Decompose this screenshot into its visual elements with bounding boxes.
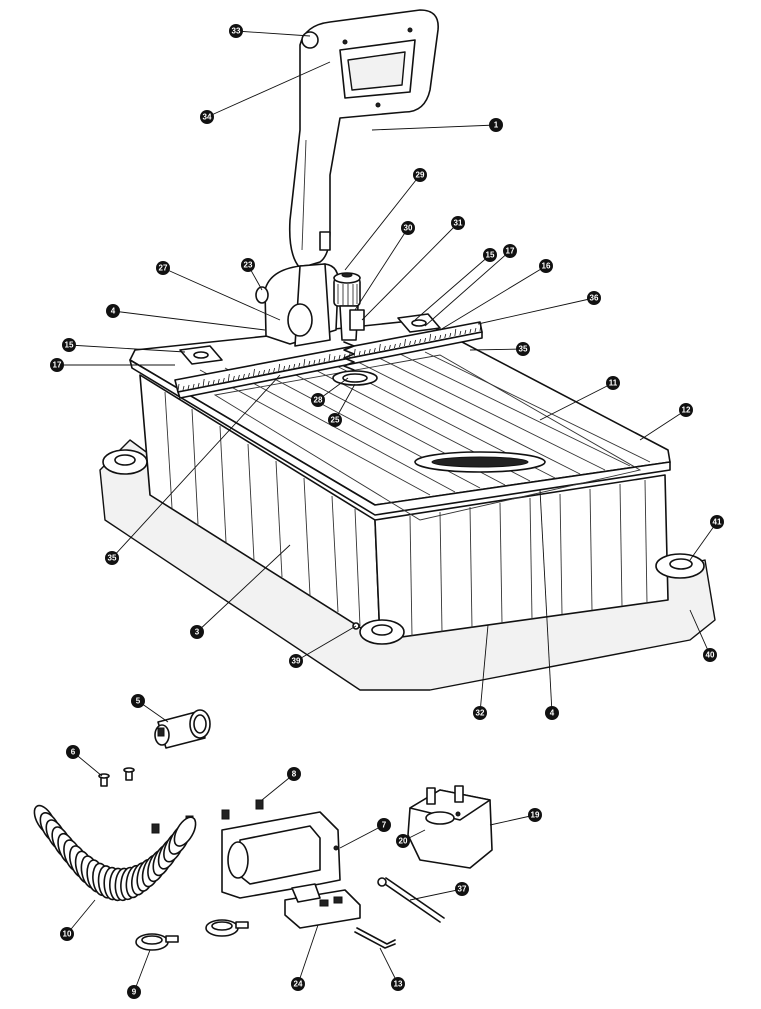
callout-4-bottom: 4 xyxy=(545,706,559,720)
callout-40: 40 xyxy=(703,648,717,662)
callout-10-label: 10 xyxy=(63,930,72,939)
callout-1: 1 xyxy=(489,118,503,132)
callout-41: 41 xyxy=(710,515,724,529)
dust-hose xyxy=(33,804,197,902)
callout-15-right: 15 xyxy=(483,248,497,262)
callout-35-left-label: 35 xyxy=(108,554,117,563)
callout-32: 32 xyxy=(473,706,487,720)
callout-3-label: 3 xyxy=(195,628,200,637)
callout-9-label: 9 xyxy=(132,988,137,997)
callout-17-left: 17 xyxy=(50,358,64,372)
callout-17-left-label: 17 xyxy=(53,361,62,370)
callout-7-label: 7 xyxy=(382,821,387,830)
motor-head xyxy=(255,263,365,371)
callout-6-label: 6 xyxy=(71,748,76,757)
callout-31-label: 31 xyxy=(454,219,463,228)
callout-7: 7 xyxy=(377,818,391,832)
callout-4-bottom-label: 4 xyxy=(550,709,555,718)
callout-28: 28 xyxy=(311,393,325,407)
tray-base xyxy=(99,374,716,691)
callout-33: 33 xyxy=(229,24,243,38)
callout-11: 11 xyxy=(606,376,620,390)
callout-36-label: 36 xyxy=(590,294,599,303)
callout-4-top-label: 4 xyxy=(111,307,116,316)
callout-12: 12 xyxy=(679,403,693,417)
dust-port-coupler xyxy=(154,709,211,749)
callout-10: 10 xyxy=(60,927,74,941)
callout-41-label: 41 xyxy=(713,518,722,527)
callout-30: 30 xyxy=(401,221,415,235)
callout-35-right-label: 35 xyxy=(519,345,528,354)
callouts: 1 33 34 29 30 31 15 17 16 36 35 27 23 4 … xyxy=(50,24,724,999)
callout-23: 23 xyxy=(241,258,255,272)
callout-29: 29 xyxy=(413,168,427,182)
ruler-guide xyxy=(174,321,483,399)
callout-34: 34 xyxy=(200,110,214,124)
callout-11-label: 11 xyxy=(609,379,618,388)
callout-9: 9 xyxy=(127,985,141,999)
callout-5-label: 5 xyxy=(136,697,141,706)
mount-bracket xyxy=(221,811,341,899)
callout-13-label: 13 xyxy=(394,980,403,989)
callout-25-label: 25 xyxy=(331,416,340,425)
callout-19: 19 xyxy=(528,808,542,822)
callout-15-left-label: 15 xyxy=(65,341,74,350)
callout-40-label: 40 xyxy=(706,651,715,660)
callout-34-label: 34 xyxy=(203,113,212,122)
callout-31: 31 xyxy=(451,216,465,230)
handle-arm xyxy=(288,9,439,269)
callout-36: 36 xyxy=(587,291,601,305)
callout-37-label: 37 xyxy=(458,885,467,894)
callout-12-label: 12 xyxy=(682,406,691,415)
callout-5: 5 xyxy=(131,694,145,708)
callout-8: 8 xyxy=(287,767,301,781)
callout-24-label: 24 xyxy=(294,980,303,989)
callout-1-label: 1 xyxy=(494,121,499,130)
pin-rod xyxy=(377,877,445,923)
callout-13: 13 xyxy=(391,977,405,991)
callout-6: 6 xyxy=(66,745,80,759)
screws-small xyxy=(98,767,135,787)
callout-37: 37 xyxy=(455,882,469,896)
callout-29-label: 29 xyxy=(416,171,425,180)
callout-30-label: 30 xyxy=(404,224,413,233)
callout-27: 27 xyxy=(156,261,170,275)
callout-4-top: 4 xyxy=(106,304,120,318)
callout-17-right-label: 17 xyxy=(506,247,515,256)
callout-20-label: 20 xyxy=(399,837,408,846)
callout-23-label: 23 xyxy=(244,261,253,270)
hose-clamps xyxy=(135,919,249,951)
callout-15-right-label: 15 xyxy=(486,251,495,260)
callout-39-label: 39 xyxy=(292,657,301,666)
callout-32-label: 32 xyxy=(476,709,485,718)
callout-16-label: 16 xyxy=(542,262,551,271)
callout-17-right: 17 xyxy=(503,244,517,258)
callout-25: 25 xyxy=(328,413,342,427)
callout-33-label: 33 xyxy=(232,27,241,36)
hex-key xyxy=(354,927,396,949)
callout-35-right: 35 xyxy=(516,342,530,356)
switch-block xyxy=(284,883,361,929)
callout-8-label: 8 xyxy=(292,770,297,779)
callout-20: 20 xyxy=(396,834,410,848)
callout-28-label: 28 xyxy=(314,396,323,405)
callout-15-left: 15 xyxy=(62,338,76,352)
callout-39: 39 xyxy=(289,654,303,668)
callout-27-label: 27 xyxy=(159,264,168,273)
callout-19-label: 19 xyxy=(531,811,540,820)
callout-35-left: 35 xyxy=(105,551,119,565)
callout-24: 24 xyxy=(291,977,305,991)
power-plug xyxy=(407,785,493,869)
callout-16: 16 xyxy=(539,259,553,273)
callout-3: 3 xyxy=(190,625,204,639)
